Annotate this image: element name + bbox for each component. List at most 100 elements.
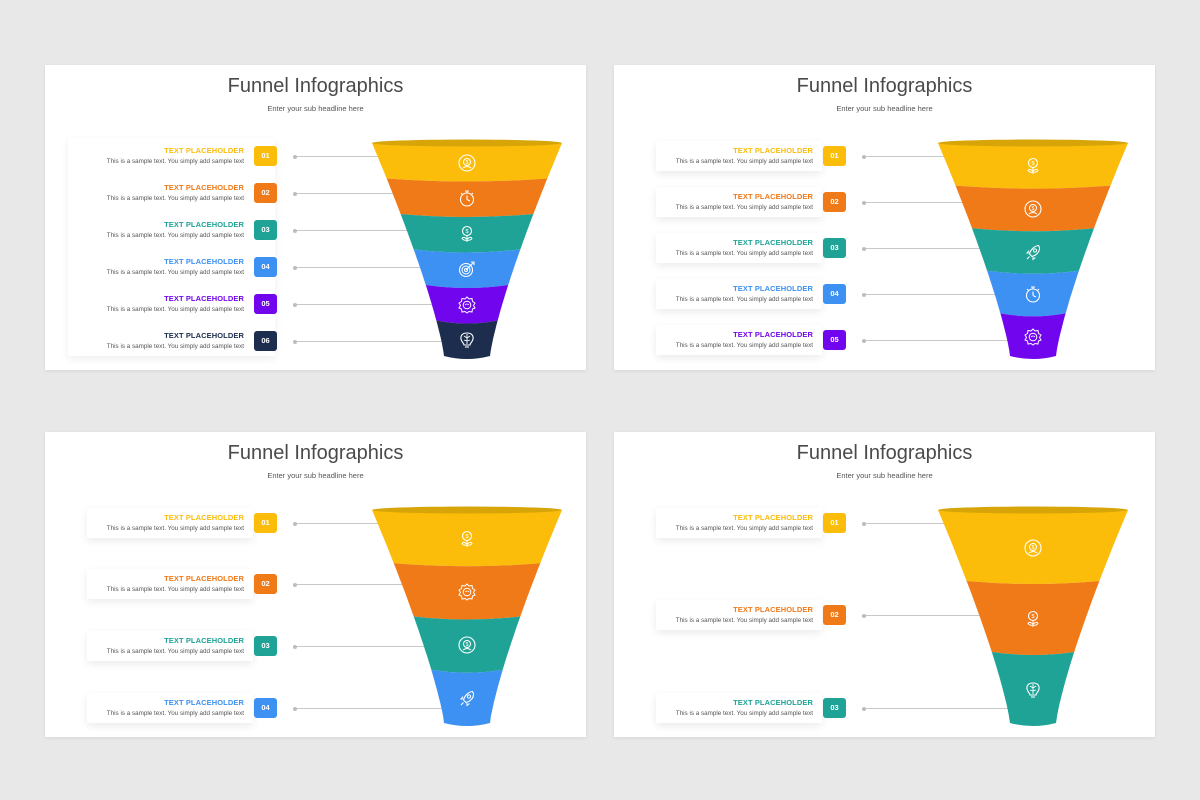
slide-title: Funnel Infographics	[227, 75, 404, 97]
step-number-badge: 03	[254, 220, 277, 240]
connector-line	[295, 584, 404, 585]
item-description: This is a sample text. You simply add sa…	[106, 343, 244, 350]
funnel-segment-5	[425, 285, 509, 324]
item-heading: TEXT PLACEHOLDER	[733, 513, 813, 522]
item-card	[87, 252, 253, 282]
connector-dot	[862, 292, 866, 297]
slide-subtitle: Enter your sub headline here	[836, 104, 933, 113]
step-number-badge: 02	[823, 605, 846, 625]
item-card	[656, 279, 822, 309]
item-description: This is a sample text. You simply add sa…	[106, 306, 244, 313]
item-heading: TEXT PLACEHOLDER	[164, 146, 244, 155]
connector-line	[295, 341, 444, 342]
step-number-badge: 01	[823, 146, 846, 166]
connector-dot	[862, 154, 866, 159]
item-description: This is a sample text. You simply add sa…	[675, 204, 813, 211]
money-plant-icon: $	[1023, 156, 1043, 176]
money-target-icon: $	[1023, 538, 1043, 558]
step-number-badge: 04	[254, 257, 277, 277]
rocket-icon	[1023, 242, 1043, 262]
connector-line	[864, 523, 946, 524]
connector-dot	[293, 706, 297, 711]
item-description: This is a sample text. You simply add sa…	[675, 617, 813, 624]
step-number-badge: 01	[254, 146, 277, 166]
item-description: This is a sample text. You simply add sa…	[675, 250, 813, 257]
funnel-segment-4	[431, 669, 503, 726]
item-heading: TEXT PLACEHOLDER	[733, 238, 813, 247]
item-description: This is a sample text. You simply add sa…	[106, 586, 244, 593]
step-number-badge: 01	[254, 513, 277, 533]
item-heading: TEXT PLACEHOLDER	[164, 294, 244, 303]
funnel-chart	[938, 139, 1128, 359]
step-number-badge: 01	[823, 513, 846, 533]
item-description: This is a sample text. You simply add sa…	[106, 195, 244, 202]
item-heading: TEXT PLACEHOLDER	[164, 220, 244, 229]
item-card	[87, 289, 253, 319]
connector-dot	[293, 302, 297, 307]
item-card	[87, 178, 253, 208]
slide-title: Funnel Infographics	[796, 442, 973, 464]
connector-dot	[293, 265, 297, 270]
item-card	[87, 631, 253, 661]
gear-brain-icon	[457, 295, 477, 315]
funnel-segment-3	[972, 228, 1094, 274]
svg-text:$: $	[1032, 545, 1035, 551]
item-description: This is a sample text. You simply add sa…	[106, 648, 244, 655]
item-card	[656, 693, 822, 723]
connector-line	[864, 615, 982, 616]
connector-line	[864, 708, 1010, 709]
funnel-segment-2	[955, 185, 1111, 232]
step-number-badge: 02	[823, 192, 846, 212]
item-heading: TEXT PLACEHOLDER	[164, 698, 244, 707]
connector-line	[864, 248, 982, 249]
item-description: This is a sample text. You simply add sa…	[675, 710, 813, 717]
connector-line	[295, 646, 426, 647]
connector-line	[295, 304, 434, 305]
funnel-rim	[372, 506, 562, 514]
connector-line	[864, 340, 1010, 341]
rocket-icon	[457, 688, 477, 708]
connector-line	[295, 267, 422, 268]
money-target-icon: $	[457, 153, 477, 173]
step-number-badge: 03	[823, 698, 846, 718]
svg-text:$: $	[1032, 206, 1035, 212]
funnel-item-03: TEXT PLACEHOLDER This is a sample text. Y…	[654, 233, 884, 263]
item-heading: TEXT PLACEHOLDER	[733, 330, 813, 339]
connector-dot	[862, 200, 866, 205]
svg-text:$: $	[466, 160, 469, 166]
brain-bulb-icon	[1023, 680, 1043, 700]
step-number-badge: 05	[823, 330, 846, 350]
connector-dot	[862, 338, 866, 343]
funnel-segment-3	[413, 616, 521, 673]
item-description: This is a sample text. You simply add sa…	[106, 525, 244, 532]
connector-dot	[293, 339, 297, 344]
connector-dot	[862, 246, 866, 251]
item-card	[87, 693, 253, 723]
item-heading: TEXT PLACEHOLDER	[733, 284, 813, 293]
connector-dot	[293, 191, 297, 196]
item-heading: TEXT PLACEHOLDER	[733, 605, 813, 614]
connector-line	[295, 230, 409, 231]
item-card	[87, 569, 253, 599]
funnel-segment-1	[372, 510, 562, 567]
slide-subtitle: Enter your sub headline here	[836, 471, 933, 480]
connector-line	[864, 202, 964, 203]
item-card	[87, 326, 253, 356]
svg-text:$: $	[466, 642, 469, 648]
funnel-item-02: TEXT PLACEHOLDER This is a sample text. Y…	[654, 600, 884, 630]
item-card	[656, 187, 822, 217]
item-heading: TEXT PLACEHOLDER	[733, 146, 813, 155]
funnel-segment-1	[938, 510, 1128, 584]
stopwatch-icon	[1023, 284, 1043, 304]
